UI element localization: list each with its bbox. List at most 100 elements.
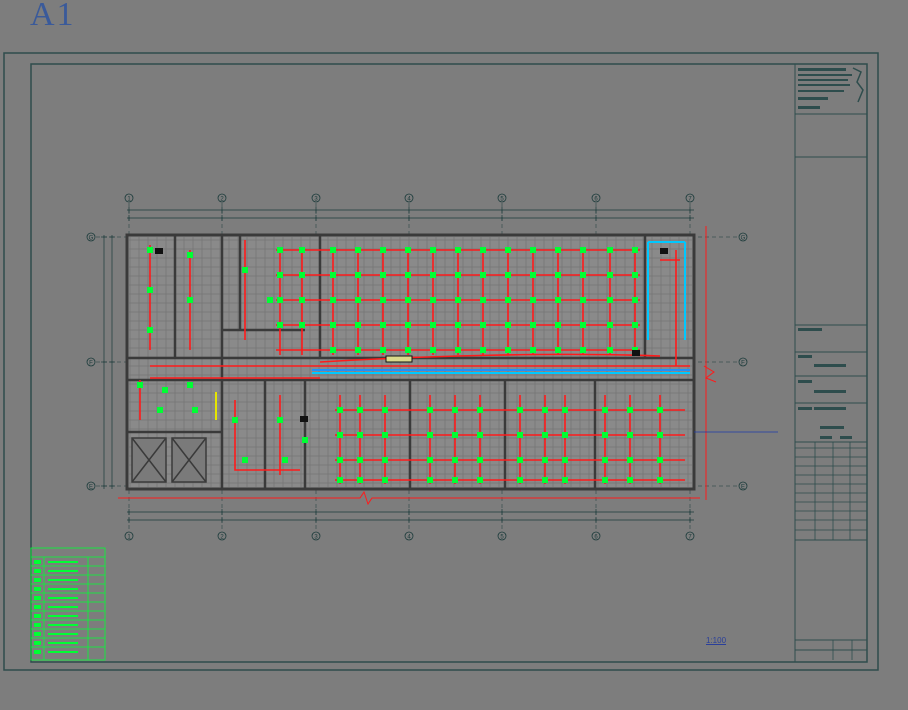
light-fixture <box>455 347 461 353</box>
light-fixture <box>147 327 153 333</box>
light-fixture <box>562 457 568 463</box>
light-fixture <box>405 347 411 353</box>
cable-tray <box>312 241 690 374</box>
light-fixture <box>477 407 483 413</box>
grid-bubble <box>86 357 96 367</box>
legend-text-mark <box>48 624 78 626</box>
grid-label: 5 <box>500 197 504 203</box>
light-fixture <box>455 322 461 328</box>
light-fixture <box>530 297 536 303</box>
legend-symbol <box>34 632 41 636</box>
grid-bubble <box>124 193 134 203</box>
light-fixture <box>282 457 288 463</box>
light-fixture <box>405 247 411 253</box>
light-fixture <box>405 272 411 278</box>
light-fixture <box>337 477 343 483</box>
light-fixture <box>542 457 548 463</box>
light-fixture <box>427 432 433 438</box>
grid-label: 7 <box>688 535 692 541</box>
light-fixture <box>427 407 433 413</box>
light-fixture <box>277 272 283 278</box>
light-fixture <box>380 322 386 328</box>
light-fixture <box>267 297 273 303</box>
light-fixture <box>602 432 608 438</box>
light-fixtures <box>137 247 663 483</box>
legend-symbol <box>34 641 41 645</box>
light-fixture <box>627 477 633 483</box>
grid-label: 4 <box>407 535 411 541</box>
light-fixture <box>427 457 433 463</box>
light-fixture <box>505 247 511 253</box>
grid-label: 3 <box>314 535 318 541</box>
light-fixture <box>627 407 633 413</box>
light-fixture <box>555 347 561 353</box>
grid-label: E <box>741 485 745 491</box>
light-fixture <box>555 247 561 253</box>
light-fixture <box>555 297 561 303</box>
light-fixture <box>242 457 248 463</box>
legend-text-mark <box>48 570 78 572</box>
grid-label: G <box>89 236 94 242</box>
light-fixture <box>555 322 561 328</box>
distribution-panels <box>155 248 668 422</box>
grid-label: 3 <box>314 197 318 203</box>
light-fixture <box>627 457 633 463</box>
light-fixture <box>157 407 163 413</box>
light-fixture <box>580 297 586 303</box>
plan-title: 1:100 <box>706 636 726 645</box>
grid-bubble <box>738 232 748 242</box>
light-fixture <box>505 347 511 353</box>
grid-bubble <box>685 531 695 541</box>
grid-bubble <box>497 193 507 203</box>
light-fixture <box>137 382 143 388</box>
title-block-table <box>795 442 867 660</box>
light-fixture <box>382 477 388 483</box>
light-fixture <box>355 322 361 328</box>
light-fixture <box>452 457 458 463</box>
light-fixture <box>330 272 336 278</box>
legend-text-mark <box>48 579 78 581</box>
light-fixture <box>430 347 436 353</box>
light-fixture <box>477 432 483 438</box>
grid-bubble <box>217 531 227 541</box>
light-fixture <box>632 272 638 278</box>
light-fixture <box>542 407 548 413</box>
light-fixture <box>299 247 305 253</box>
light-fixture <box>357 477 363 483</box>
grid-label: 1 <box>127 535 131 541</box>
outer-frame <box>3 52 879 671</box>
legend-table <box>30 547 106 661</box>
light-fixture <box>480 347 486 353</box>
light-fixture <box>452 477 458 483</box>
light-fixture <box>382 432 388 438</box>
light-fixture <box>337 432 343 438</box>
light-fixture <box>607 297 613 303</box>
grid-bubble <box>591 531 601 541</box>
legend-symbol <box>34 560 41 564</box>
light-fixture <box>380 297 386 303</box>
light-fixture <box>452 432 458 438</box>
light-fixture <box>602 457 608 463</box>
light-fixture <box>455 297 461 303</box>
light-fixture <box>632 322 638 328</box>
elevator-shafts <box>131 437 207 483</box>
light-fixture <box>299 272 305 278</box>
light-fixture <box>657 477 663 483</box>
light-fixture <box>380 272 386 278</box>
grid-label: 5 <box>500 535 504 541</box>
grid-bubble <box>86 232 96 242</box>
grid-label: 6 <box>594 535 598 541</box>
legend-text-mark <box>48 651 78 653</box>
grid-bubble <box>497 531 507 541</box>
boundary-lines <box>118 226 717 506</box>
light-fixture <box>405 322 411 328</box>
grid-bubble <box>738 481 748 491</box>
grid-label: E <box>89 485 93 491</box>
title-block-logo <box>798 67 864 439</box>
light-fixture <box>380 347 386 353</box>
grid-bubble <box>404 531 414 541</box>
light-fixture <box>657 457 663 463</box>
light-fixture <box>187 297 193 303</box>
light-fixture <box>427 477 433 483</box>
